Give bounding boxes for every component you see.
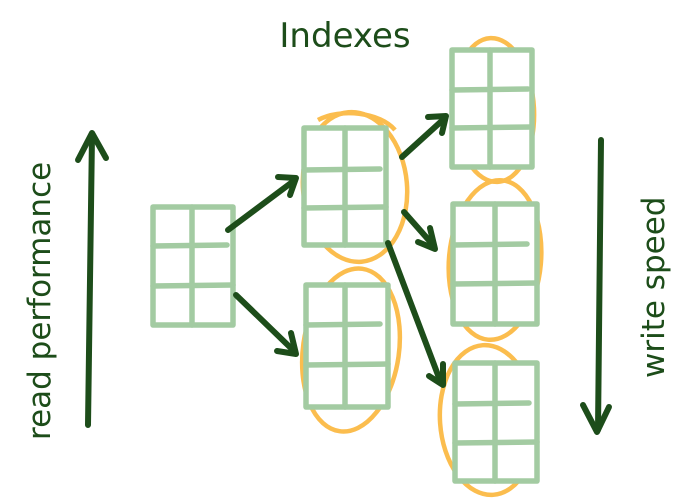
up-arrowhead-icon — [75, 130, 109, 163]
index-table-1 — [301, 125, 389, 248]
diagram-title: Indexes — [279, 16, 410, 56]
write-speed-axis: write speed — [580, 137, 672, 435]
index-ring-1b — [446, 177, 544, 343]
arrow-index1-to-1b — [401, 209, 437, 249]
index-table-1c — [452, 360, 540, 484]
read-performance-label: read performance — [22, 162, 58, 440]
arrow-base-to-index2 — [233, 292, 298, 355]
index-table-1b — [450, 201, 540, 327]
connector-arrows — [225, 113, 449, 388]
arrow-base-to-index1 — [225, 177, 298, 233]
read-performance-axis: read performance — [22, 130, 109, 440]
down-arrowhead-icon — [580, 402, 612, 435]
base-table — [150, 204, 236, 328]
write-speed-label: write speed — [636, 197, 672, 378]
up-arrow-icon — [85, 132, 95, 428]
down-arrow-icon — [595, 137, 604, 433]
index-table-2 — [303, 282, 391, 410]
arrow-index1-to-1c — [385, 240, 444, 386]
arrow-index1-to-1a — [399, 115, 448, 160]
index-table-1a — [449, 47, 535, 170]
